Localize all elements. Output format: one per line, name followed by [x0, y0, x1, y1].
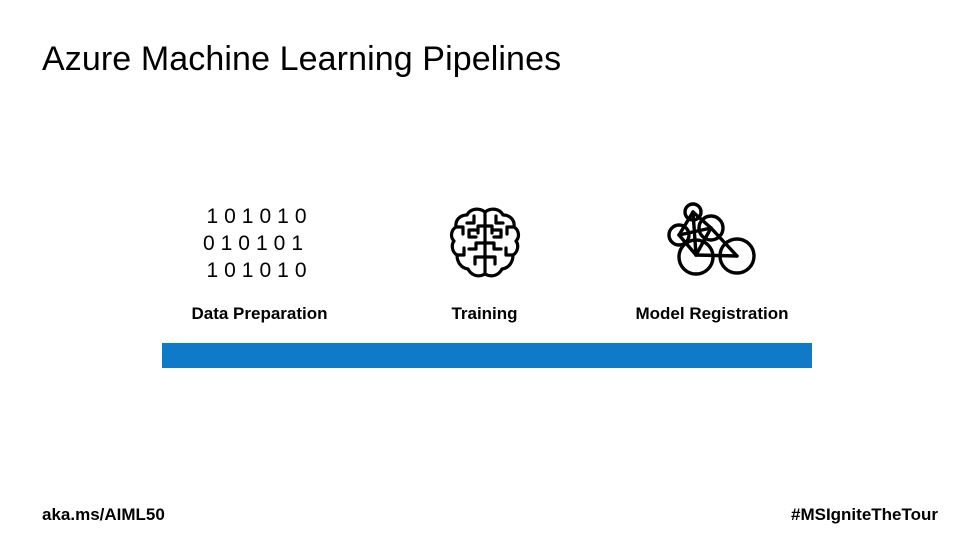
binary-digits-icon: 101010 010101 101010	[202, 193, 313, 293]
page-title: Azure Machine Learning Pipelines	[42, 40, 562, 78]
pipeline-progress-bar	[162, 343, 812, 368]
stage-training[interactable]: Training	[357, 180, 612, 325]
brain-icon-glyph	[449, 207, 520, 278]
stage-label-training: Training	[451, 304, 518, 323]
binary-row-1: 101010	[206, 204, 313, 228]
node-graph-icon-glyph	[667, 202, 756, 276]
binary-row-2: 010101	[202, 231, 310, 255]
footer-hashtag: #MSIgniteTheTour	[790, 505, 938, 524]
stage-label-data-preparation: Data Preparation	[191, 304, 328, 323]
stage-label-model-registration: Model Registration	[635, 304, 789, 323]
footer-link[interactable]: aka.ms/AIML50	[42, 505, 165, 524]
brain-icon	[445, 193, 525, 293]
node-graph-icon	[663, 193, 761, 293]
binary-row-3: 101010	[206, 258, 313, 282]
pipeline-stages: 101010 010101 101010 Data Preparation	[162, 180, 812, 325]
stage-model-registration[interactable]: Model Registration	[612, 180, 812, 325]
stage-data-preparation[interactable]: 101010 010101 101010 Data Preparation	[162, 180, 357, 325]
